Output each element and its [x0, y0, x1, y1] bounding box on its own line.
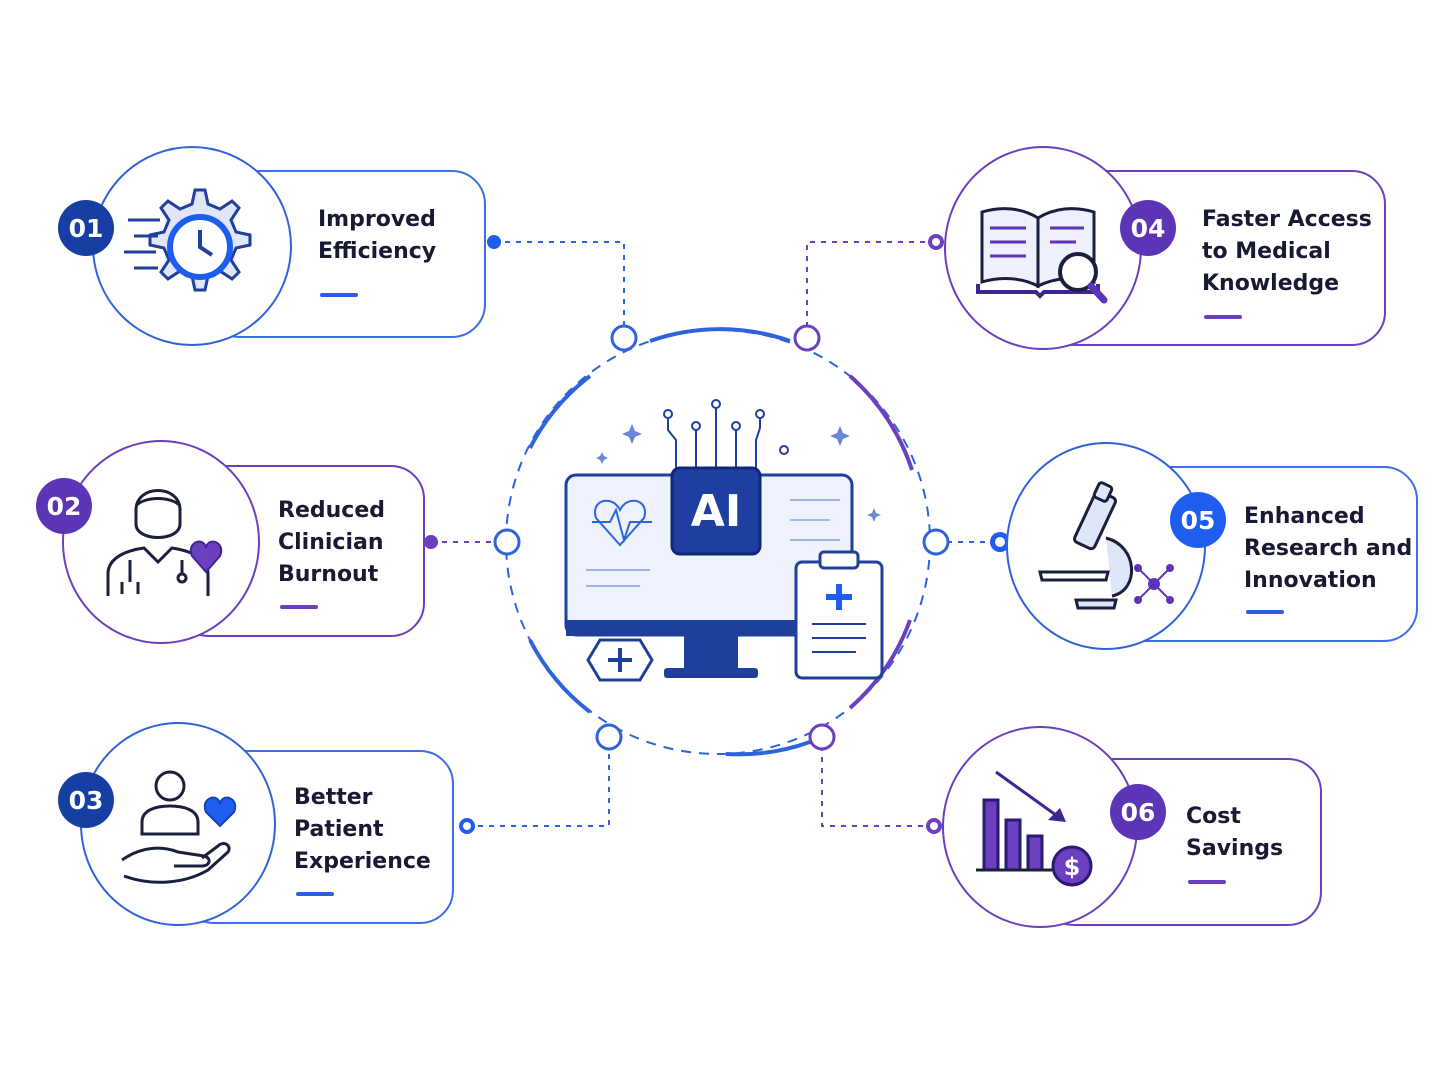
badge-06: 06 [1110, 784, 1166, 840]
microscope-icon [1038, 481, 1174, 610]
underline-01 [320, 293, 358, 297]
benefit-icon-circle-03 [80, 722, 276, 926]
underline-06 [1188, 880, 1226, 884]
underline-04 [1204, 315, 1242, 319]
doctor-heart-icon [106, 489, 223, 596]
badge-05: 05 [1170, 492, 1226, 548]
ai-computer-illustration [564, 399, 884, 682]
label-01: Improved Efficiency [318, 207, 437, 264]
book-search-icon [976, 207, 1108, 304]
label-02: Reduced Clinician Burnout [278, 498, 385, 587]
badge-01: 01 [58, 200, 114, 256]
svg-text:$: $ [1064, 853, 1081, 881]
benefit-icon-circle-05 [1006, 442, 1206, 650]
label-06: Cost Savings [1186, 804, 1284, 861]
underline-05 [1246, 610, 1284, 614]
label-03: Better Patient Experience [294, 785, 431, 874]
label-04: Faster Access to Medical Knowledge [1202, 207, 1372, 296]
underline-03 [296, 892, 334, 896]
ai-chip [670, 466, 762, 556]
underline-02 [280, 605, 318, 609]
label-05: Enhanced Research and Innovation [1244, 504, 1413, 593]
cost-down-icon: $ [976, 770, 1093, 887]
benefit-icon-circle-04 [944, 146, 1142, 350]
ai-chip-label: AI [690, 485, 742, 537]
gear-clock-icon [124, 188, 252, 292]
clipboard-icon [794, 560, 884, 680]
benefit-icon-circle-02 [62, 440, 260, 644]
badge-02: 02 [36, 478, 92, 534]
benefit-icon-circle-06 [942, 726, 1138, 928]
patient-care-icon [121, 770, 237, 884]
badge-03: 03 [58, 772, 114, 828]
badge-04: 04 [1120, 200, 1176, 256]
